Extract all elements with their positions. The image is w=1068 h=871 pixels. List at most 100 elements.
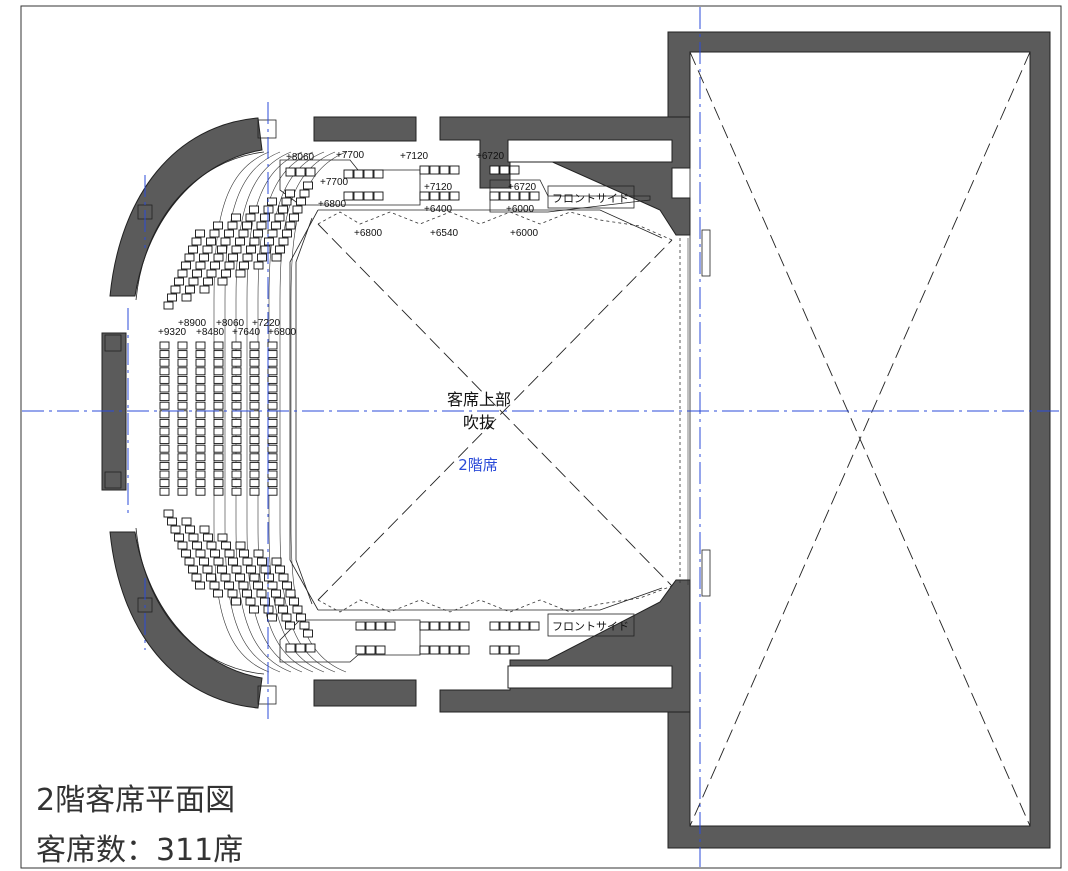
seat [355, 621, 366, 631]
seat [213, 557, 224, 566]
seat [249, 237, 260, 246]
seat [257, 253, 267, 262]
seat [242, 221, 252, 230]
seat [167, 293, 177, 302]
seat [217, 533, 228, 542]
seat [213, 341, 224, 350]
seat [231, 597, 241, 606]
seat [242, 557, 253, 566]
front-side-label-top: フロントサイド [552, 192, 629, 205]
seat [267, 375, 278, 384]
seat [177, 269, 188, 278]
seat [429, 165, 440, 175]
seat [213, 221, 223, 230]
seat [231, 341, 242, 350]
seat [177, 410, 188, 419]
seat [177, 436, 188, 445]
seat [221, 541, 231, 550]
seat [213, 375, 224, 384]
seat [217, 277, 228, 286]
seat [267, 410, 278, 419]
seat [267, 487, 278, 496]
front-side-label-bottom: フロントサイド [552, 620, 629, 633]
seat [285, 589, 296, 598]
seat [519, 191, 530, 201]
seat [281, 613, 292, 622]
seat [242, 253, 253, 262]
seat [213, 384, 224, 393]
seat [509, 165, 520, 175]
seat [249, 444, 260, 453]
level-label: +7120 [424, 182, 453, 193]
seat [278, 573, 289, 582]
seat [213, 427, 224, 436]
seat [245, 213, 256, 222]
seat [213, 253, 224, 262]
seat [224, 261, 235, 270]
seat [213, 436, 224, 445]
seats [159, 165, 540, 655]
seat [167, 517, 177, 526]
seat [489, 191, 500, 201]
seat [210, 261, 220, 270]
seat [213, 410, 224, 419]
level-label: +9320 [158, 327, 187, 338]
level-label: +6720 [508, 182, 537, 193]
seat [429, 621, 440, 631]
seat [267, 229, 278, 238]
seat [195, 461, 206, 470]
seat [213, 393, 224, 402]
seat [489, 645, 500, 655]
seat [249, 384, 260, 393]
seat [199, 557, 209, 566]
seat [159, 410, 170, 419]
seat [249, 358, 260, 367]
seat [181, 549, 191, 558]
seat [449, 191, 460, 201]
seat [177, 401, 188, 410]
seat [213, 461, 224, 470]
seat [195, 393, 206, 402]
void-label-line2: 吹抜 [463, 413, 495, 432]
rear-wall [101, 117, 277, 709]
seat [159, 436, 170, 445]
seat [227, 221, 238, 230]
seat [228, 253, 238, 262]
seat [419, 191, 430, 201]
seat [253, 581, 263, 590]
seat [267, 461, 278, 470]
seat [159, 401, 170, 410]
seat [509, 645, 520, 655]
seat [195, 418, 206, 427]
seat [177, 487, 188, 496]
seat [264, 237, 274, 246]
seat [285, 189, 295, 198]
seat [231, 470, 242, 479]
seat [239, 261, 249, 270]
level-label: +6800 [318, 199, 347, 210]
seat [529, 621, 540, 631]
seat [181, 261, 191, 270]
seat [267, 350, 278, 359]
seat [213, 589, 223, 598]
seat [206, 237, 216, 246]
seat [181, 517, 192, 526]
seat [195, 487, 206, 496]
seat [449, 621, 460, 631]
seat [246, 565, 256, 574]
seat [195, 350, 206, 359]
seat [185, 525, 195, 534]
seat [231, 375, 242, 384]
seat [235, 541, 246, 550]
seat [228, 557, 238, 566]
void-x-lines [317, 223, 673, 601]
seat [256, 221, 267, 230]
balcony-edge [279, 159, 673, 663]
seat [499, 621, 510, 631]
seat [191, 573, 202, 582]
seat [260, 245, 271, 254]
seat [499, 645, 510, 655]
seat [499, 165, 510, 175]
seat [213, 470, 224, 479]
seat [217, 565, 227, 574]
